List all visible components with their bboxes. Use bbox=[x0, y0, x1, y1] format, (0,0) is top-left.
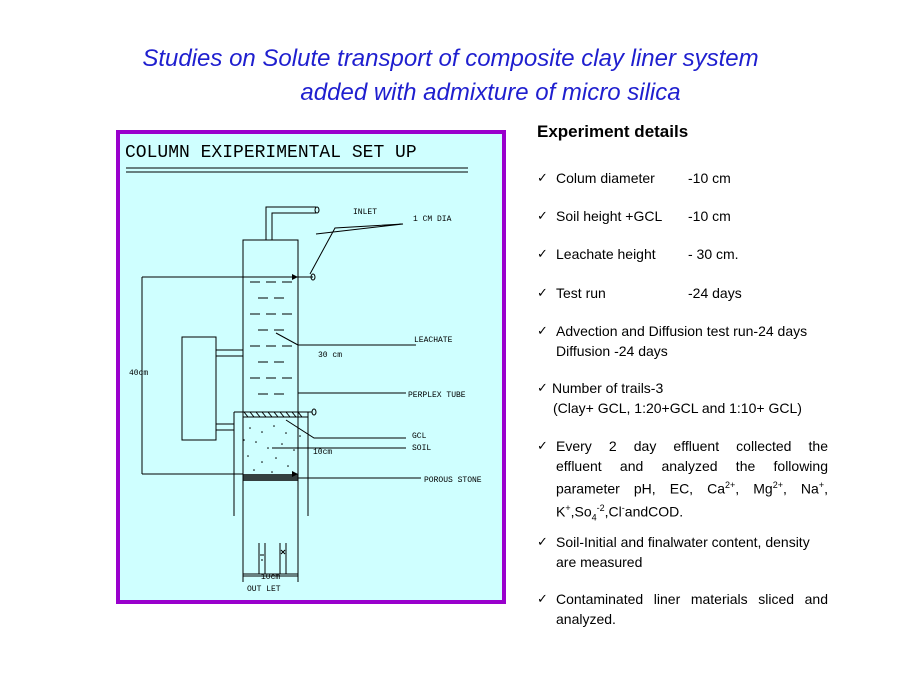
check-mark-icon: ✓ bbox=[537, 209, 548, 224]
label-width-10cm: 10cm bbox=[261, 573, 280, 582]
label-10cm: 10cm bbox=[313, 448, 332, 457]
inlet-pipe-end bbox=[314, 206, 320, 214]
check-mark-icon: ✓ bbox=[537, 171, 548, 186]
inlet-pipe bbox=[265, 206, 316, 240]
leader-dia bbox=[309, 223, 404, 275]
label-perplex: PERPLEX TUBE bbox=[408, 391, 466, 400]
check-mark-icon: ✓ bbox=[537, 439, 548, 454]
column-body bbox=[242, 239, 299, 575]
experiment-details: Experiment details ✓ Colum diameter -10 … bbox=[537, 122, 828, 627]
check-mark-icon: ✓ bbox=[537, 535, 548, 550]
outlet-pipes bbox=[258, 543, 287, 574]
leader-gcl bbox=[285, 419, 406, 439]
check-mark-icon: ✓ bbox=[537, 324, 548, 339]
diagram-heading: COLUMN EXIPERIMENTAL SET UP bbox=[125, 143, 417, 163]
overflow-outlet bbox=[310, 273, 316, 281]
side-reservoir bbox=[181, 336, 217, 441]
width-10cm-dim bbox=[242, 574, 299, 582]
label-soil: SOIL bbox=[412, 444, 431, 453]
check-mark-icon: ✓ bbox=[537, 247, 548, 262]
label-leachate: LEACHATE bbox=[414, 336, 453, 345]
diagram-frame bbox=[116, 130, 506, 604]
leader-30cm bbox=[275, 332, 299, 346]
outlet-valve bbox=[260, 549, 286, 561]
label-gcl: GCL bbox=[412, 432, 427, 441]
label-porous: POROUS STONE bbox=[424, 476, 482, 485]
soil-layer bbox=[243, 425, 301, 473]
details-heading: Experiment details bbox=[537, 122, 689, 141]
label-inlet: INLET bbox=[353, 208, 377, 217]
slide-title-line1: Studies on Solute transport of composite… bbox=[142, 45, 759, 72]
check-mark-icon: ✓ bbox=[537, 592, 548, 607]
gcl-port bbox=[311, 408, 317, 416]
label-dia: 1 CM DIA bbox=[413, 215, 452, 224]
porous-stone bbox=[243, 474, 298, 481]
slide-title-line2: added with admixture of micro silica bbox=[300, 79, 681, 106]
label-outlet: OUT LET bbox=[247, 585, 281, 594]
dimension-40cm bbox=[141, 276, 313, 475]
check-mark-icon: ✓ bbox=[537, 286, 548, 301]
label-30cm: 30 cm bbox=[318, 351, 342, 360]
lower-side-tube bbox=[216, 423, 234, 431]
gcl-layer bbox=[243, 411, 308, 418]
upper-side-tube bbox=[216, 349, 243, 357]
label-40cm: 40cm bbox=[129, 369, 148, 378]
leachate-water bbox=[250, 281, 292, 395]
column-setup-diagram: COLUMN EXIPERIMENTAL SET UP bbox=[116, 130, 506, 604]
check-mark-icon: ✓ bbox=[537, 381, 548, 396]
